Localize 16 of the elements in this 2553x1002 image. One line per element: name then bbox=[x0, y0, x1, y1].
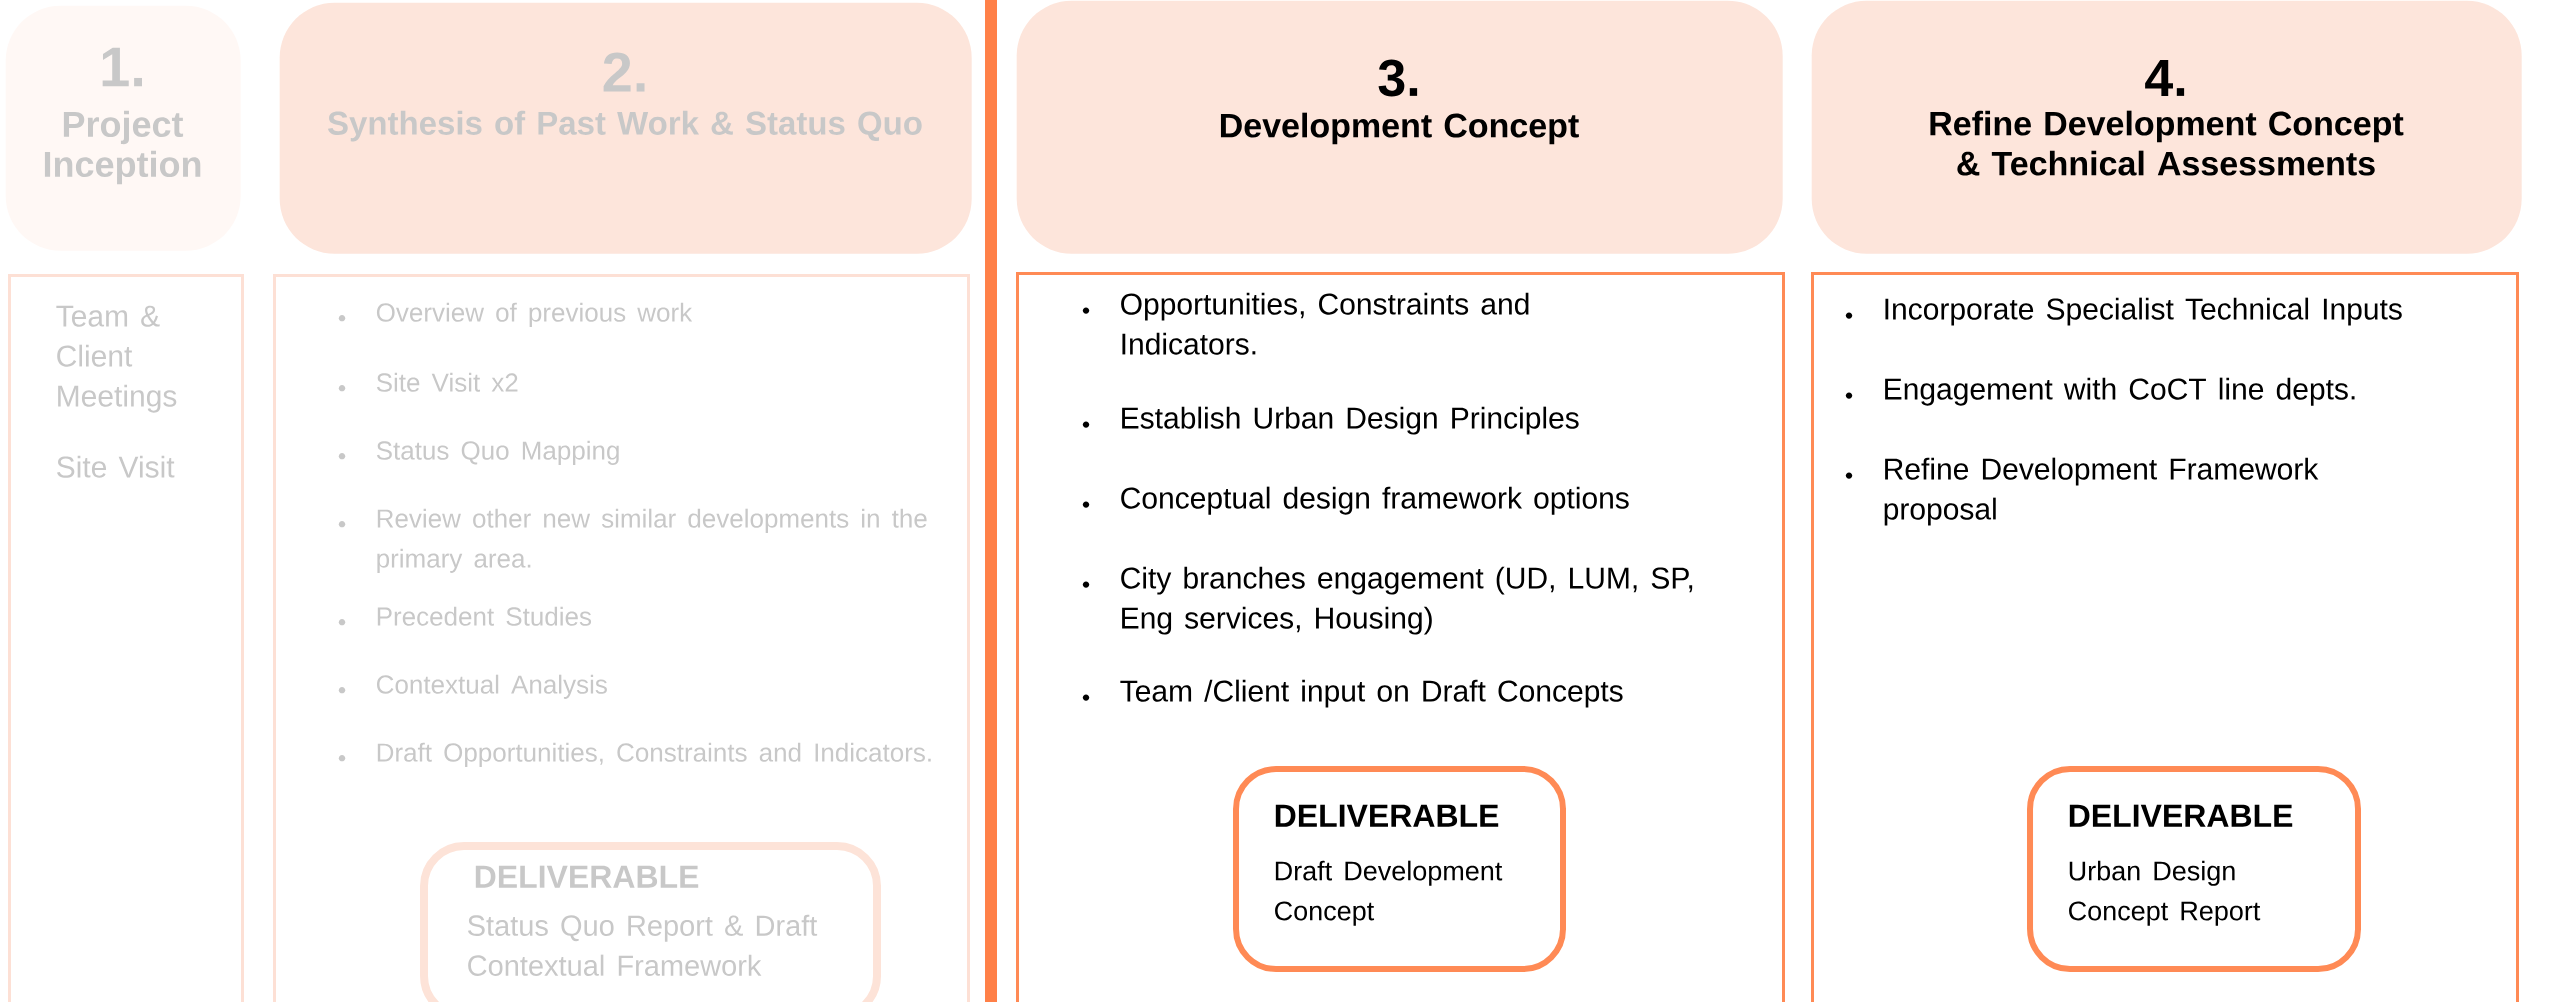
task-panel bbox=[1016, 272, 1785, 1002]
phase-header: 3. Development Concept bbox=[1016, 0, 1783, 254]
task-item: Team /Client input on Draft Concepts bbox=[1120, 679, 1623, 708]
deliverable-box: DELIVERABLE Draft Development Concept bbox=[1233, 766, 1566, 972]
task-item: Refine Development Framework proposal bbox=[1884, 457, 2319, 526]
deliverable-box: DELIVERABLE Urban Design Concept Report bbox=[2027, 766, 2361, 972]
task-panel bbox=[273, 274, 970, 1002]
phase-header: 4. Refine Development Concept & Technical Assessments bbox=[1811, 0, 2522, 254]
task-panel bbox=[8, 274, 244, 1002]
task-item: Engagement with CoCT line depts. bbox=[1885, 377, 2355, 406]
task-item: Conceptual design framework options bbox=[1121, 486, 1629, 515]
task-item: Incorporate Specialist Technical Inputs bbox=[1885, 297, 2402, 326]
task-item: Opportunities, Constraints and Indicators. bbox=[1121, 292, 1529, 355]
task-item: City branches engagement (UD, LUM, SP, Eng services, Housing) bbox=[1121, 566, 1693, 635]
task-panel bbox=[1811, 272, 2519, 1002]
task-item: Establish Urban Design Principles bbox=[1122, 406, 1579, 435]
